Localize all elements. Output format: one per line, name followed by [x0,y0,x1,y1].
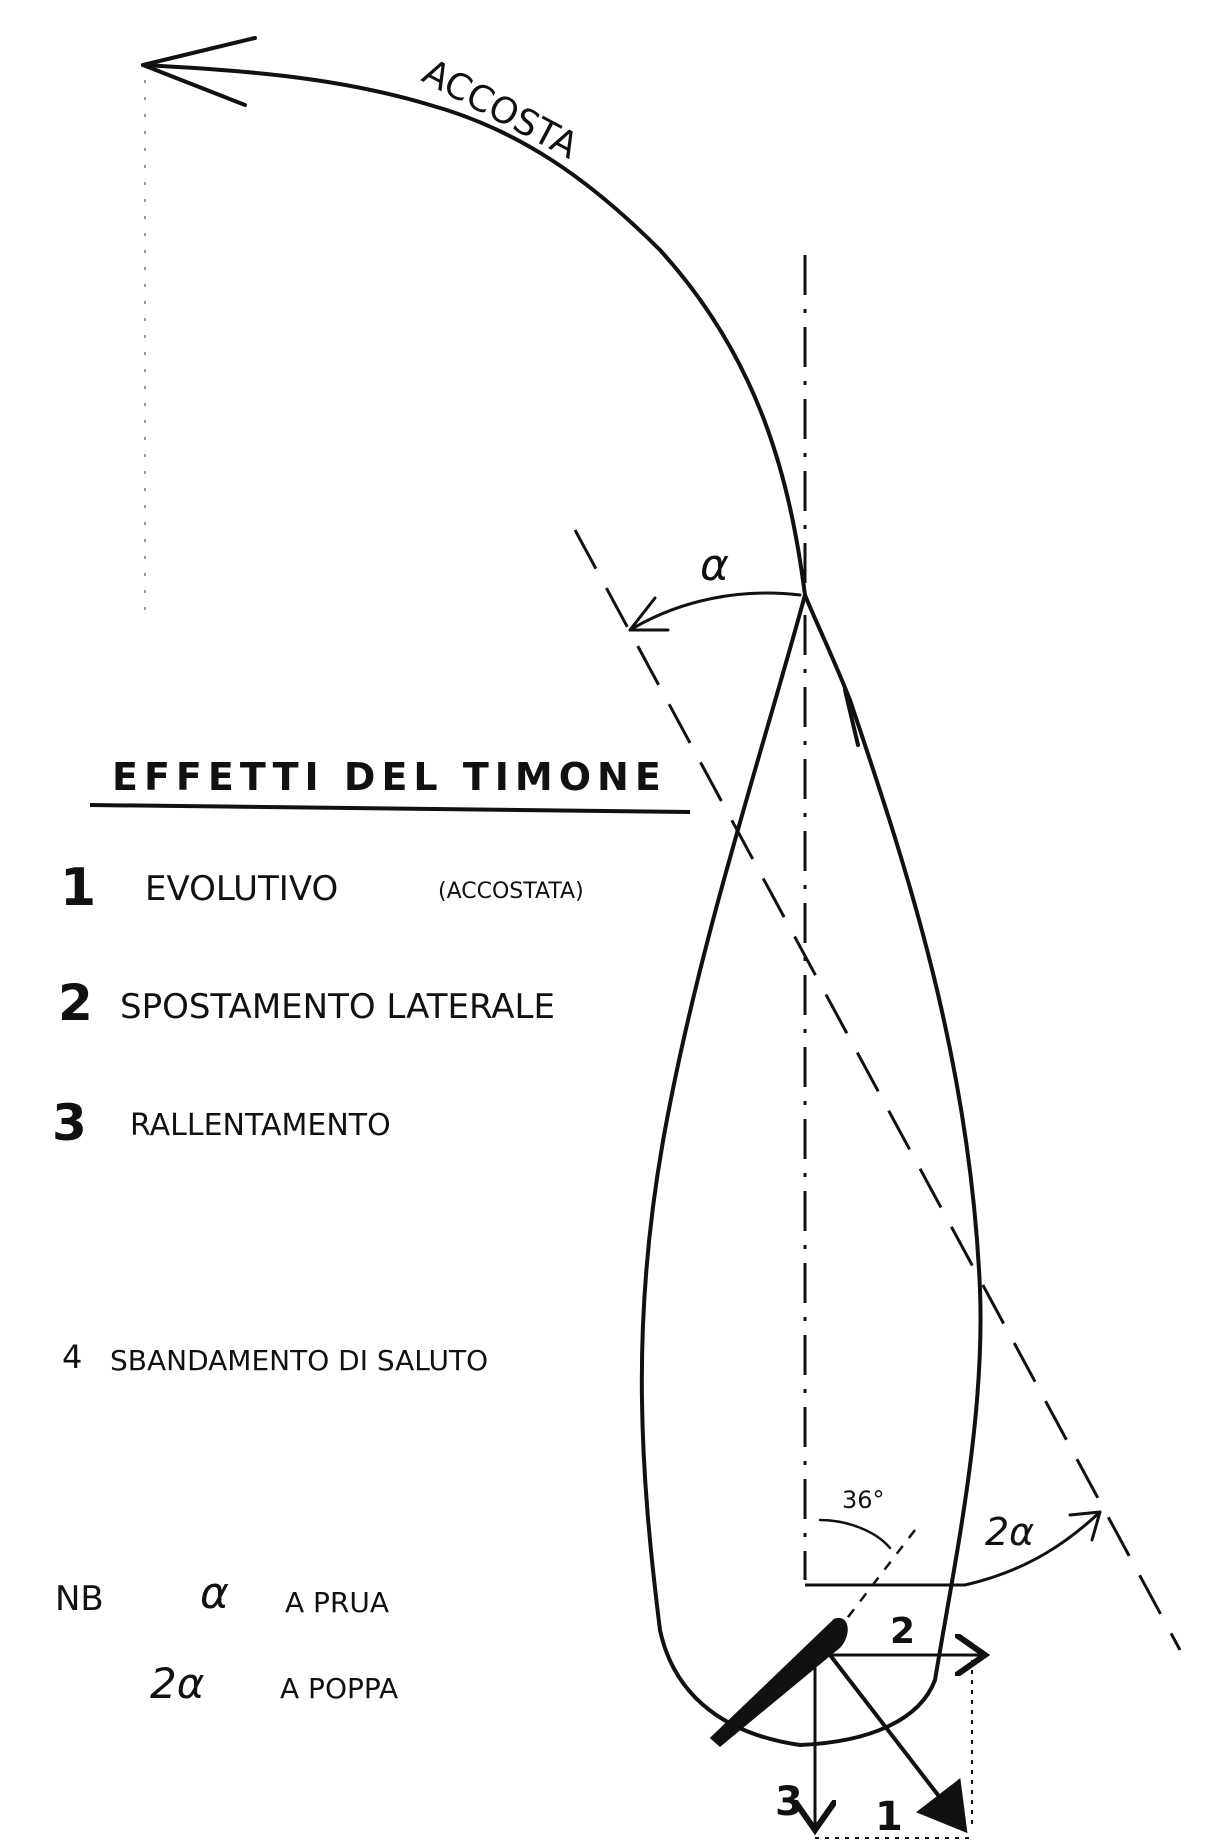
vector-1-label: 1 [875,1794,903,1840]
effect-3-number: 3 [52,1094,87,1152]
note-line1-text: A PRUA [285,1586,389,1619]
stern-angle-arrowhead [1068,1510,1102,1542]
bow-angle-arc [628,591,802,632]
ship-hull-outline [639,593,983,1747]
deviated-heading-line [573,529,1182,1651]
note-line1-symbol: α [200,1568,229,1619]
effect-3-label: RALLENTAMENTO [130,1108,391,1143]
vector-2-label: 2 [890,1611,915,1652]
rudder-degree-arc [818,1518,892,1550]
effect-1-label: EVOLUTIVO [145,869,338,909]
effect-4-label: SBANDAMENTO DI SALUTO [110,1344,488,1377]
effect-2-number: 2 [58,974,93,1032]
diagram-title: EFFETTI DEL TIMONE [112,755,667,799]
title-underline [89,803,691,814]
turning-path-curve [141,63,807,597]
note-line2-text: A POPPA [280,1672,398,1705]
vector-3-label: 3 [775,1779,803,1825]
bow-angle-label: α [700,540,729,591]
rudder-blade [709,1617,848,1747]
effect-2-label: SPOSTAMENTO LATERALE [120,987,555,1027]
note-line2-symbol: 2α [150,1659,205,1708]
stern-angle-label: 2α [985,1510,1034,1554]
bow-angle-arrowhead [628,596,670,632]
vector-1-resultant [828,1653,968,1834]
stern-angle-arc [963,1510,1102,1587]
rudder-degree-label: 36° [842,1486,885,1514]
bow-mark [843,688,860,747]
rudder-axis-dashed [814,1529,916,1661]
effect-1-note: (ACCOSTATA) [438,879,584,904]
effect-1-number: 1 [60,858,96,918]
note-nb: NB [55,1579,104,1619]
turning-path-arrowhead [141,36,257,107]
effect-4-number: 4 [62,1338,82,1376]
